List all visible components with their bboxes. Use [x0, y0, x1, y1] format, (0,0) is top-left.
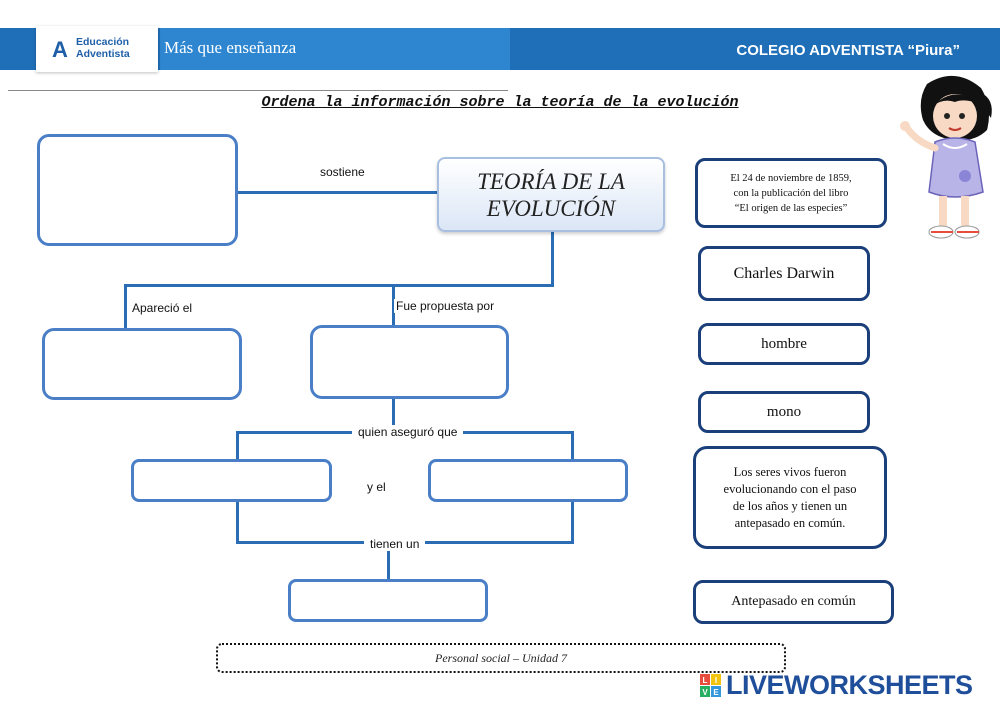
- answer-card-fecha[interactable]: El 24 de noviembre de 1859, con la publi…: [695, 158, 887, 228]
- answer-card-seres-vivos[interactable]: Los seres vivos fueron evolucionando con…: [693, 446, 887, 549]
- connector-line: [392, 398, 395, 432]
- drop-box-antepasado[interactable]: [288, 579, 488, 622]
- connector-line: [392, 284, 395, 328]
- logo-letter: L: [703, 676, 708, 685]
- logo-letter: I: [715, 676, 717, 685]
- page-title-text: Ordena la información sobre la teoría de…: [261, 94, 739, 111]
- connector-line: [387, 541, 390, 581]
- slogan: Más que enseñanza: [164, 38, 297, 57]
- connector-line: [236, 431, 239, 461]
- connector-line: [551, 232, 554, 287]
- theory-node: TEORÍA DE LA EVOLUCIÓN: [437, 157, 665, 232]
- connector-line: [571, 431, 574, 461]
- footer-caption: Personal social – Unidad 7: [216, 643, 786, 673]
- label-aparecio: Apareció el: [130, 301, 195, 315]
- header-band-highlight: [160, 28, 510, 70]
- connector-line: [571, 500, 574, 544]
- answer-card-mono[interactable]: mono: [698, 391, 870, 433]
- label-y-el: y el: [365, 480, 388, 494]
- logo-box: [36, 26, 158, 72]
- label-tienen: tienen un: [364, 537, 426, 551]
- drop-box-aparecio[interactable]: [42, 328, 242, 400]
- liveworksheets-logo-icon: L I V E: [700, 674, 721, 697]
- connector-line: [124, 284, 127, 328]
- divider: [8, 90, 508, 91]
- school-name: COLEGIO ADVENTISTA “Piura”: [736, 42, 960, 59]
- answer-card-hombre[interactable]: hombre: [698, 323, 870, 365]
- logo-text: Educación Adventista: [76, 36, 130, 60]
- girl-illustration: [900, 75, 992, 239]
- drop-box-propuesta[interactable]: [310, 325, 509, 399]
- connector-line: [236, 500, 239, 544]
- drop-box-primero[interactable]: [131, 459, 332, 502]
- drop-box-segundo[interactable]: [428, 459, 628, 502]
- education-logo-icon: A: [52, 37, 68, 62]
- logo-letter: E: [713, 688, 719, 697]
- connector-line: [237, 191, 437, 194]
- logo-letter: V: [702, 688, 708, 697]
- answer-card-darwin[interactable]: Charles Darwin: [698, 246, 870, 301]
- liveworksheets-brand: LIVEWORKSHEETS: [726, 670, 973, 700]
- label-aseguro: quien aseguró que: [352, 425, 464, 439]
- page-title: Ordena la información sobre la teoría de…: [0, 94, 1000, 111]
- connector-line: [124, 284, 554, 287]
- drop-box-sostiene[interactable]: [37, 134, 238, 246]
- label-propuesta: Fue propuesta por: [394, 299, 497, 313]
- label-sostiene: sostiene: [318, 165, 367, 179]
- answer-card-antepasado[interactable]: Antepasado en común: [693, 580, 894, 624]
